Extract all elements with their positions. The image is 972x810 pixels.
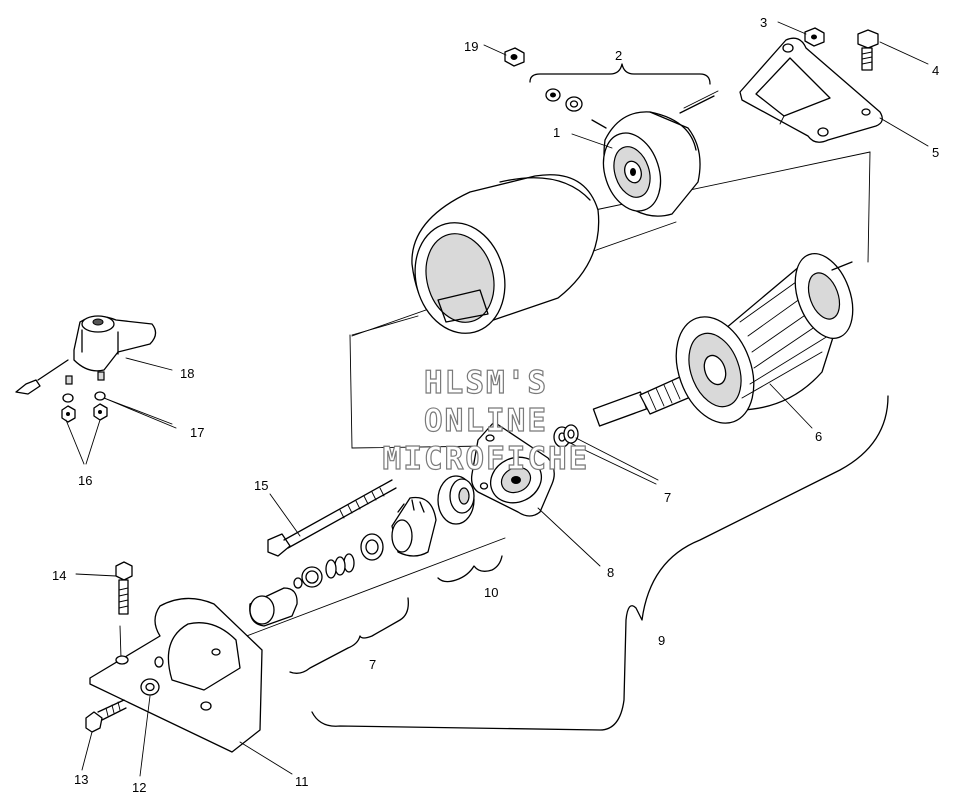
callout-10: 10 bbox=[484, 585, 498, 600]
callout-12: 12 bbox=[132, 780, 146, 795]
bolt-14 bbox=[115, 561, 133, 615]
callout-7-upper: 7 bbox=[664, 490, 671, 505]
callout-6: 6 bbox=[815, 429, 822, 444]
bracket-11 bbox=[89, 597, 263, 753]
washers-7-upper bbox=[553, 424, 579, 448]
callout-15: 15 bbox=[254, 478, 268, 493]
drive-end-plate-8 bbox=[470, 421, 555, 517]
callout-18: 18 bbox=[180, 366, 194, 381]
callout-7-lower: 7 bbox=[369, 657, 376, 672]
callout-16: 16 bbox=[78, 473, 92, 488]
watermark: HLSM'S ONLINE MICROFICHE bbox=[382, 364, 590, 477]
solenoid-18 bbox=[15, 315, 157, 395]
callout-4: 4 bbox=[932, 63, 939, 78]
bolt-13 bbox=[85, 699, 127, 733]
callout-3: 3 bbox=[760, 15, 767, 30]
callout-8: 8 bbox=[607, 565, 614, 580]
nut-19 bbox=[504, 47, 525, 67]
watermark-line-3: MICROFICHE bbox=[383, 441, 590, 477]
end-cap-assembly bbox=[545, 88, 719, 217]
armature-6 bbox=[592, 253, 854, 427]
leader-lines bbox=[65, 21, 929, 777]
motor-housing bbox=[411, 174, 600, 334]
callout-14: 14 bbox=[52, 568, 66, 583]
drive-parts-10 bbox=[360, 475, 475, 561]
watermark-line-2: ONLINE bbox=[424, 403, 548, 439]
springs-7-lower bbox=[249, 553, 355, 627]
callout-2: 2 bbox=[615, 48, 622, 63]
watermark-line-1: HLSM'S bbox=[424, 365, 548, 401]
callout-1: 1 bbox=[553, 125, 560, 140]
nuts-16 bbox=[61, 403, 108, 423]
callout-labels: 1 2 3 4 5 6 7 7 8 9 10 11 12 13 14 15 16… bbox=[52, 15, 939, 795]
callout-19: 19 bbox=[464, 39, 478, 54]
callout-13: 13 bbox=[74, 772, 88, 787]
callout-9: 9 bbox=[658, 633, 665, 648]
callout-11: 11 bbox=[295, 774, 309, 789]
group-braces bbox=[289, 63, 889, 731]
nut-3 bbox=[804, 27, 825, 47]
callout-17: 17 bbox=[190, 425, 204, 440]
callout-5: 5 bbox=[932, 145, 939, 160]
through-bolt-15 bbox=[267, 479, 397, 557]
bolt-4 bbox=[857, 29, 879, 71]
washers-17 bbox=[62, 391, 106, 403]
mounting-bracket-5 bbox=[739, 37, 883, 143]
washer-12 bbox=[140, 678, 160, 696]
